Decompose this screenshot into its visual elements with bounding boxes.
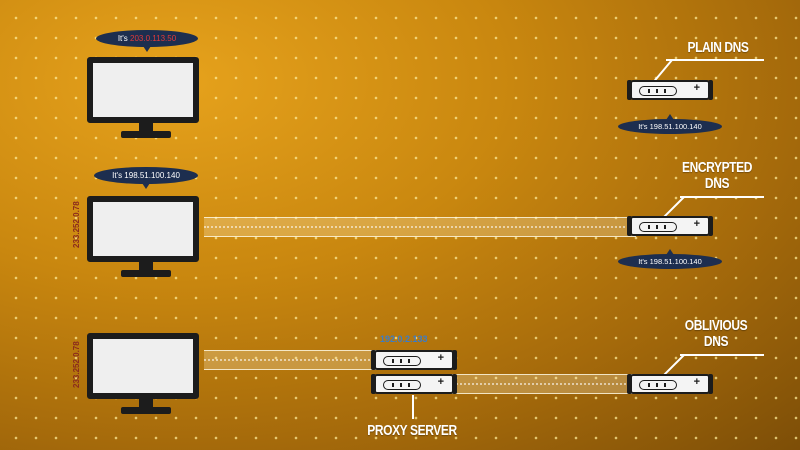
proxy-server-lower-icon: + [371,374,457,394]
encrypted-label-line2: DNS [704,175,730,192]
encrypted-link [204,217,636,237]
plain-client-monitor-icon [87,57,205,141]
oblivious-dns-resolver-icon: + [627,374,713,394]
encrypted-client-ip: 233.252.0.78 [72,201,81,248]
encrypted-query-bubble: It's 198.51.100.140 [94,167,198,189]
oblivious-dns-label: OBLIVIOUS DNS [674,318,757,350]
oblivious-proxy-resolver-link [452,374,638,394]
oblivious-label-line2: DNS [703,333,729,350]
plain-response-bubble: It's 198.51.100.140 [618,114,722,134]
plain-bubble-prefix: It's [117,34,131,43]
oblivious-client-ip: 233.252.0.78 [72,341,81,388]
encrypted-label-line1: ENCRYPTED [682,159,752,176]
oblivious-client-monitor-icon [87,333,205,417]
encrypted-dns-label: ENCRYPTED DNS [673,160,761,192]
encrypted-dns-resolver-icon: + [627,216,713,236]
proxy-label-stem [412,395,414,419]
proxy-server-upper-icon: + [371,350,457,370]
plain-dns-resolver-icon: + [627,80,713,100]
encrypted-response-bubble: It's 198.51.100.140 [618,249,722,269]
proxy-server-label: PROXY SERVER [367,422,457,439]
encrypted-client-monitor-icon [87,196,205,280]
plain-query-bubble: It's 203.0.113.50 [96,30,198,52]
oblivious-label-line1: OBLIVIOUS [684,317,748,334]
proxy-ip-label: 192.0.2.133 [380,334,428,344]
plain-bubble-ip: 203.0.113.50 [130,34,177,43]
oblivious-client-proxy-link [204,350,378,370]
plain-dns-label: PLAIN DNS [687,39,749,56]
